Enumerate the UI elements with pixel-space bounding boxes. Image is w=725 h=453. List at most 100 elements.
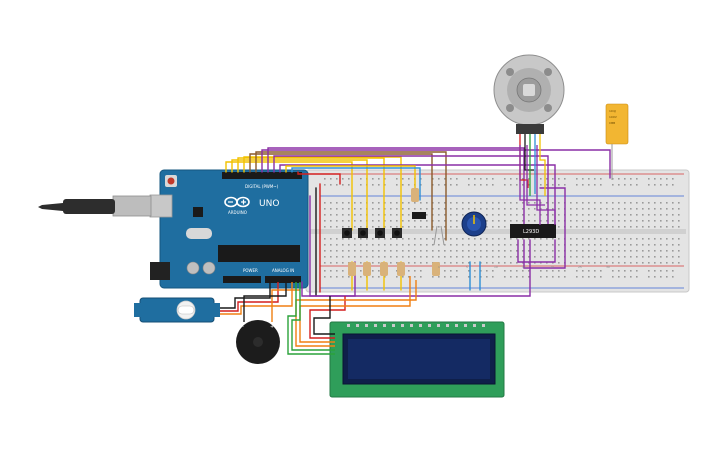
breadboard-hole bbox=[396, 244, 398, 246]
breadboard-hole bbox=[456, 250, 458, 252]
breadboard-hole bbox=[576, 262, 578, 264]
breadboard-hole bbox=[504, 208, 506, 210]
breadboard-hole bbox=[384, 244, 386, 246]
breadboard-hole bbox=[420, 220, 422, 222]
motor-driver-ic[interactable]: L293D bbox=[510, 224, 556, 238]
breadboard-hole bbox=[660, 256, 662, 258]
breadboard-hole bbox=[630, 214, 632, 216]
dc-motor[interactable] bbox=[493, 54, 565, 134]
wire-red[interactable] bbox=[297, 171, 341, 185]
arduino-uno-board[interactable]: DIGITAL (PWM~) UNO ARDUINO POWER ANALOG … bbox=[149, 169, 309, 289]
breadboard-hole bbox=[528, 184, 530, 186]
breadboard-hole bbox=[612, 226, 614, 228]
breadboard-hole bbox=[348, 238, 350, 240]
breadboard-hole bbox=[330, 178, 332, 180]
breadboard-hole bbox=[594, 184, 596, 186]
breadboard-hole bbox=[522, 178, 524, 180]
breadboard-hole bbox=[666, 238, 668, 240]
breadboard-hole bbox=[372, 256, 374, 258]
wire-yellow[interactable] bbox=[243, 156, 402, 231]
breadboard-hole bbox=[618, 214, 620, 216]
breadboard-hole bbox=[576, 214, 578, 216]
breadboard-hole bbox=[534, 256, 536, 258]
breadboard-hole bbox=[408, 202, 410, 204]
push-button[interactable] bbox=[342, 228, 352, 238]
analog-header bbox=[265, 276, 301, 283]
wire-purple[interactable] bbox=[273, 155, 549, 226]
breadboard-hole bbox=[546, 276, 548, 278]
breadboard-hole bbox=[468, 208, 470, 210]
breadboard-hole bbox=[456, 256, 458, 258]
breadboard-hole bbox=[528, 220, 530, 222]
breadboard-hole bbox=[498, 214, 500, 216]
piezo-buzzer[interactable]: − + bbox=[236, 320, 280, 364]
breadboard-hole bbox=[528, 214, 530, 216]
potentiometer[interactable] bbox=[461, 211, 487, 237]
wire-brown[interactable] bbox=[249, 153, 433, 231]
resistor[interactable] bbox=[380, 262, 388, 276]
wire-purple[interactable] bbox=[279, 164, 556, 226]
servo-motor[interactable] bbox=[134, 297, 220, 323]
led[interactable] bbox=[433, 225, 445, 246]
breadboard-hole bbox=[420, 208, 422, 210]
breadboard-hole bbox=[528, 178, 530, 180]
breadboard-hole bbox=[582, 184, 584, 186]
breadboard-hole bbox=[618, 244, 620, 246]
breadboard-hole bbox=[600, 238, 602, 240]
breadboard-hole bbox=[624, 208, 626, 210]
breadboard-hole bbox=[624, 250, 626, 252]
wire-yellow[interactable] bbox=[285, 165, 416, 196]
breadboard-hole bbox=[468, 262, 470, 264]
breadboard-hole bbox=[672, 178, 674, 180]
breadboard-hole bbox=[504, 270, 506, 272]
resistor[interactable] bbox=[363, 262, 371, 276]
wire-purple[interactable] bbox=[267, 147, 525, 226]
breadboard-hole bbox=[666, 256, 668, 258]
breadboard-hole bbox=[630, 238, 632, 240]
push-button[interactable] bbox=[392, 228, 402, 238]
breadboard-hole bbox=[516, 178, 518, 180]
breadboard-hole bbox=[594, 238, 596, 240]
breadboard-hole bbox=[480, 262, 482, 264]
breadboard-hole bbox=[528, 244, 530, 246]
wire-yellow[interactable] bbox=[237, 157, 385, 231]
breadboard-hole bbox=[576, 276, 578, 278]
lcd-display[interactable] bbox=[329, 321, 505, 398]
slide-switch[interactable] bbox=[412, 212, 426, 219]
breadboard-hole bbox=[552, 208, 554, 210]
wire-blue[interactable] bbox=[291, 167, 421, 201]
breadboard-hole bbox=[432, 208, 434, 210]
resistor[interactable] bbox=[411, 188, 419, 202]
breadboard-hole bbox=[432, 244, 434, 246]
capacitor[interactable]: 104J 100V CBB bbox=[605, 103, 629, 180]
breadboard-hole bbox=[678, 262, 680, 264]
breadboard-hole bbox=[408, 220, 410, 222]
wire-purple[interactable] bbox=[261, 149, 611, 179]
push-button[interactable] bbox=[375, 228, 385, 238]
breadboard-hole bbox=[588, 256, 590, 258]
wire-purple[interactable] bbox=[523, 187, 566, 269]
capacitor-line-3: CBB bbox=[609, 121, 615, 125]
wire-yellow[interactable] bbox=[231, 159, 368, 231]
breadboard-hole bbox=[498, 256, 500, 258]
resistor[interactable] bbox=[397, 262, 405, 276]
resistor[interactable] bbox=[432, 262, 440, 276]
breadboard-hole bbox=[522, 244, 524, 246]
breadboard-hole bbox=[324, 262, 326, 264]
breadboard-hole bbox=[558, 262, 560, 264]
wire-purple[interactable] bbox=[517, 239, 556, 263]
breadboard-hole bbox=[342, 270, 344, 272]
breadboard-hole bbox=[618, 226, 620, 228]
breadboard-hole bbox=[324, 208, 326, 210]
breadboard-hole bbox=[450, 220, 452, 222]
wire-yellow[interactable] bbox=[225, 161, 353, 231]
breadboard-hole bbox=[408, 184, 410, 186]
breadboard-hole bbox=[420, 256, 422, 258]
push-button[interactable] bbox=[358, 228, 368, 238]
resistor[interactable] bbox=[348, 262, 356, 276]
breadboard-hole bbox=[390, 256, 392, 258]
wire-brown[interactable] bbox=[255, 151, 447, 241]
breadboard-hole bbox=[456, 244, 458, 246]
